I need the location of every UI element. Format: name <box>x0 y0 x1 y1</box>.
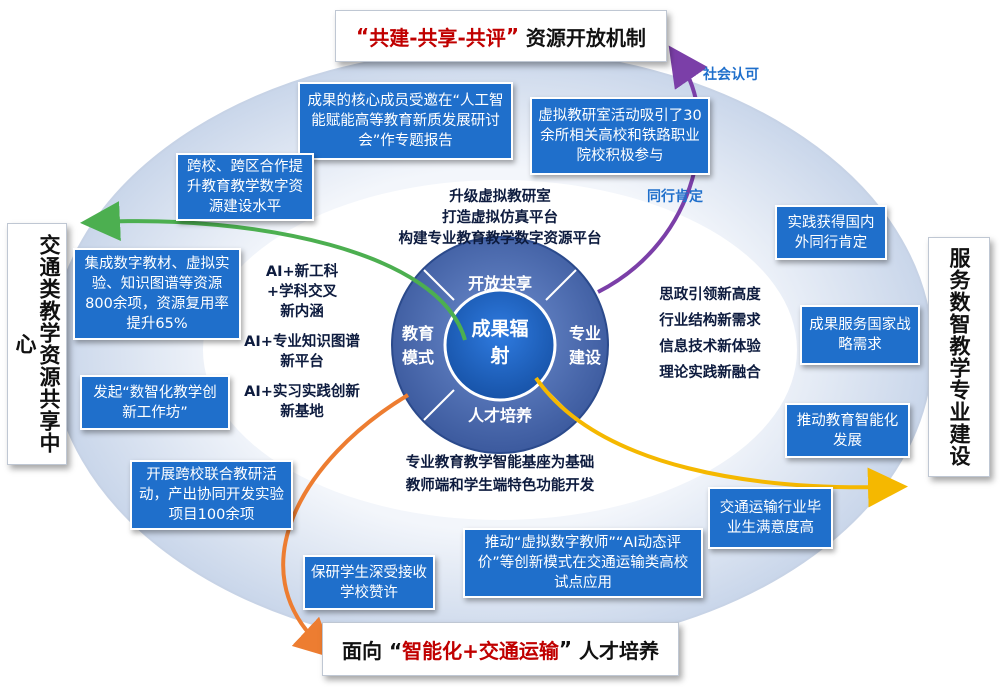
top-title-text: 资源开放机制 <box>518 25 646 50</box>
inner-top-line: 升级虚拟教研室 <box>449 189 551 205</box>
center-circle <box>443 288 557 402</box>
purple-arrow <box>597 45 708 294</box>
studio-text: 发起“数智化教学创新工作坊” <box>93 384 217 421</box>
inner-bottom-text: 专业教育教学智能基座为基础 教师端和学生端特色功能开发 <box>380 452 620 498</box>
edu-ai-text: 推动教育智能化发展 <box>796 412 899 449</box>
left-title-text: 交通类教学资源共享中心 <box>13 234 61 454</box>
top-title-quote: ” <box>505 24 519 48</box>
inner-left-line: AI+新工科 <box>265 264 339 280</box>
core-top-label: 开放共享 <box>467 274 532 293</box>
inner-top-line: 构建专业教育教学数字资源平台 <box>398 231 602 247</box>
bottom-title-quote: ” <box>558 637 573 661</box>
inner-left-line: AI+专业知识图谱 <box>244 334 360 350</box>
core-center-text: 成果辐射 <box>471 318 529 367</box>
integrate-box: 集成数字教材、虚拟实验、知识图谱等资源800余项，资源复用率提升65% <box>73 248 241 340</box>
top-title-quote: “ <box>356 24 370 48</box>
cross-school-box: 跨校、跨区合作提升教育教学数字资源建设水平 <box>176 153 314 221</box>
promote-ai-text: 推动“虚拟数字教师”“AI动态评价”等创新模式在交通运输类高校试点应用 <box>477 535 689 591</box>
promote-ai-box: 推动“虚拟数字教师”“AI动态评价”等创新模式在交通运输类高校试点应用 <box>463 528 703 598</box>
inner-left-line: 新基地 <box>280 404 324 420</box>
integrate-text: 集成数字教材、虚拟实验、知识图谱等资源800余项，资源复用率提升65% <box>84 256 230 332</box>
right-title-text: 服务数智教学专业建设 <box>947 247 971 467</box>
inner-right-text: 思政引领新高度 行业结构新需求 信息技术新体验 理论实践新融合 <box>640 282 780 386</box>
bottom-title-highlight: 智能化+交通运输 <box>402 638 559 663</box>
virtual-room-text: 虚拟教研室活动吸引了30余所相关高校和铁路职业院校积极参与 <box>538 108 702 164</box>
domestic-box: 实践获得国内外同行肯定 <box>775 205 887 260</box>
joint-research-box: 开展跨校联合教研活动，产出协同开发实验项目100余项 <box>130 460 293 530</box>
core-left-label: 教育模式 <box>398 322 438 370</box>
core-right-label: 专业建设 <box>565 322 605 370</box>
top-title-box: “共建-共享-共评” 资源开放机制 <box>335 10 667 62</box>
core-bottom-label: 人才培养 <box>467 406 532 425</box>
virtual-room-box: 虚拟教研室活动吸引了30余所相关高校和铁路职业院校积极参与 <box>530 97 710 175</box>
top-title-highlight: 共建-共享-共评 <box>369 25 506 50</box>
core-divider <box>545 269 577 301</box>
edu-ai-box: 推动教育智能化发展 <box>785 403 910 458</box>
domestic-text: 实践获得国内外同行肯定 <box>787 214 875 251</box>
satisfaction-text: 交通运输行业毕业生满意度高 <box>719 500 822 536</box>
left-title-box: 交通类教学资源共享中心 <box>7 223 67 465</box>
core-divider <box>423 389 455 421</box>
core-left-text: 教育模式 <box>401 324 434 367</box>
inner-left-text: AI+新工科 +学科交叉 新内涵 AI+专业知识图谱 新平台 AI+实习实践创新… <box>226 262 378 422</box>
inner-left-line: AI+实习实践创新 <box>244 384 360 400</box>
inner-left-line: 新内涵 <box>280 304 324 320</box>
peer-recognition-label: 同行肯定 <box>647 189 703 205</box>
bottom-title-prefix: 面向 “ <box>342 638 403 663</box>
postgrad-text: 保研学生深受接收学校赞许 <box>311 564 427 601</box>
national-text: 成果服务国家战略需求 <box>809 317 911 353</box>
yellow-arrow <box>534 376 908 508</box>
inner-bottom-line: 专业教育教学智能基座为基础 <box>405 455 595 471</box>
cross-school-text: 跨校、跨区合作提升教育教学数字资源建设水平 <box>187 159 303 215</box>
national-box: 成果服务国家战略需求 <box>800 305 920 365</box>
right-title-box: 服务数智教学专业建设 <box>928 237 990 477</box>
inner-top-text: 升级虚拟教研室 打造虚拟仿真平台 构建专业教育教学数字资源平台 <box>380 187 620 250</box>
postgrad-box: 保研学生深受接收学校赞许 <box>303 555 435 610</box>
inner-right-line: 行业结构新需求 <box>659 313 761 329</box>
inner-left-line: +学科交叉 <box>266 284 338 300</box>
orange-arrow <box>281 393 410 659</box>
social-recognition-label: 社会认可 <box>703 67 759 83</box>
joint-research-text: 开展跨校联合教研活动，产出协同开发实验项目100余项 <box>139 467 284 523</box>
bottom-title-text: 人才培养 <box>572 638 659 663</box>
inner-right-line: 理论实践新融合 <box>659 365 761 381</box>
core-member-text: 成果的核心成员受邀在“人工智能赋能高等教育新质发展研讨会”作专题报告 <box>307 93 504 149</box>
studio-box: 发起“数智化教学创新工作坊” <box>80 375 230 430</box>
inner-top-line: 打造虚拟仿真平台 <box>442 210 558 226</box>
inner-right-line: 信息技术新体验 <box>659 339 761 355</box>
core-right-text: 专业建设 <box>568 324 601 367</box>
inner-bottom-line: 教师端和学生端特色功能开发 <box>405 478 595 494</box>
satisfaction-box: 交通运输行业毕业生满意度高 <box>708 487 833 549</box>
green-arrow <box>80 201 467 341</box>
inner-left-line: 新平台 <box>280 354 324 370</box>
core-divider <box>423 269 455 301</box>
inner-right-line: 思政引领新高度 <box>659 287 761 303</box>
bottom-title-box: 面向 “智能化+交通运输” 人才培养 <box>322 622 679 676</box>
core-center-label: 成果辐射 <box>470 316 530 370</box>
core-member-box: 成果的核心成员受邀在“人工智能赋能高等教育新质发展研讨会”作专题报告 <box>298 82 513 160</box>
